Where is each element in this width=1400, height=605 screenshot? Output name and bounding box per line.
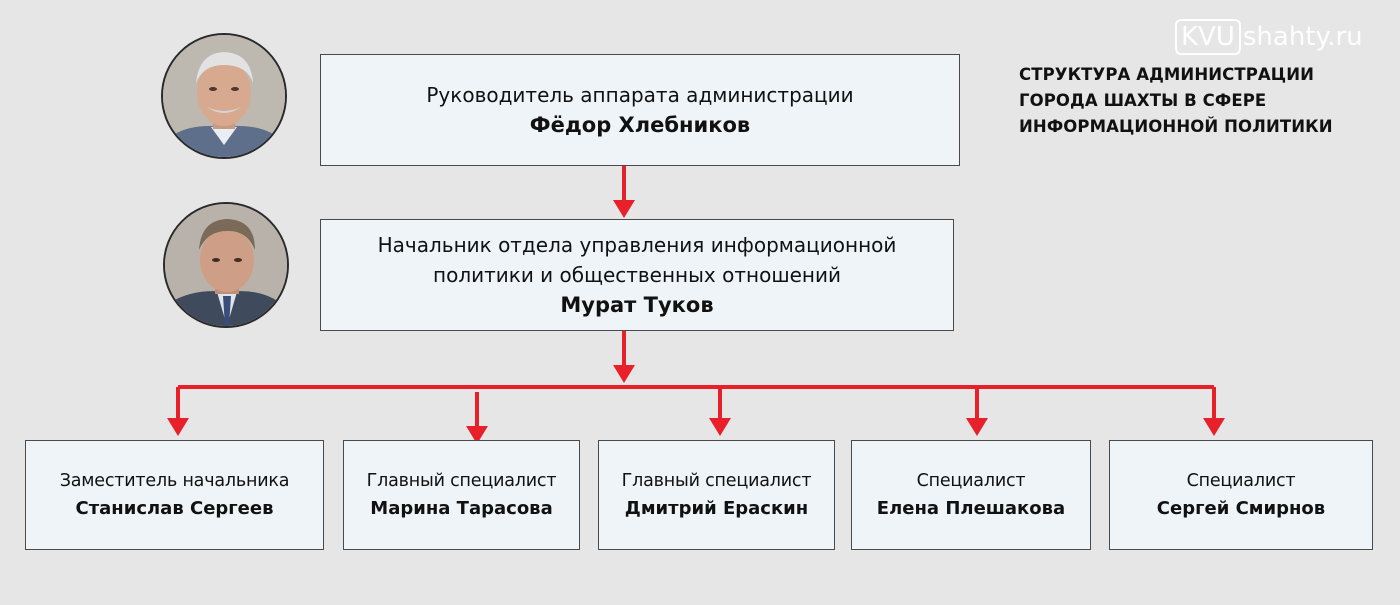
staff-name: Станислав Сергеев <box>75 498 274 519</box>
staff-name: Марина Тарасова <box>370 498 553 519</box>
department-box: Начальник отдела управления информационн… <box>320 219 954 331</box>
arrowhead-staff-bus <box>613 365 635 383</box>
logo-domain: shahty.ru <box>1242 22 1363 52</box>
arrowhead-staff-1 <box>167 418 189 436</box>
head-role: Руководитель аппарата администрации <box>426 83 854 107</box>
chart-heading: СТРУКТУРА АДМИНИСТРАЦИИ ГОРОДА ШАХТЫ В С… <box>1019 62 1389 140</box>
arrowhead-staff-4 <box>966 418 988 436</box>
department-name: Мурат Туков <box>560 293 714 317</box>
staff-box: Специалист Елена Плешакова <box>851 440 1091 550</box>
staff-name: Сергей Смирнов <box>1156 498 1326 519</box>
heading-line: ИНФОРМАЦИОННОЙ ПОЛИТИКИ <box>1019 117 1333 136</box>
portrait-department-head <box>163 202 289 328</box>
head-name: Фёдор Хлебников <box>529 113 751 137</box>
heading-line: ГОРОДА ШАХТЫ В СФЕРЕ <box>1019 91 1267 110</box>
staff-box: Главный специалист Марина Тарасова <box>343 440 580 550</box>
heading-line: СТРУКТУРА АДМИНИСТРАЦИИ <box>1019 65 1315 84</box>
arrowhead-staff-3 <box>709 418 731 436</box>
department-role-line1: Начальник отдела управления информационн… <box>377 233 897 257</box>
staff-name: Елена Плешакова <box>876 498 1066 519</box>
staff-box: Заместитель начальника Станислав Сергеев <box>25 440 324 550</box>
department-role-line2: политики и общественных отношений <box>433 263 841 287</box>
staff-role: Специалист <box>1186 471 1296 491</box>
arrowhead-staff-2 <box>466 426 488 444</box>
staff-role: Главный специалист <box>621 471 812 491</box>
staff-box: Главный специалист Дмитрий Ераскин <box>598 440 835 550</box>
head-box: Руководитель аппарата администрации Фёдо… <box>320 54 960 166</box>
staff-name: Дмитрий Ераскин <box>624 498 809 519</box>
staff-role: Специалист <box>916 471 1026 491</box>
staff-role: Главный специалист <box>366 471 557 491</box>
arrowhead-staff-5 <box>1203 418 1225 436</box>
staff-role: Заместитель начальника <box>59 471 290 491</box>
staff-box: Специалист Сергей Смирнов <box>1109 440 1373 550</box>
arrowhead-department <box>613 200 635 218</box>
logo-mark: KVU <box>1175 19 1241 55</box>
portrait-head <box>161 33 287 159</box>
